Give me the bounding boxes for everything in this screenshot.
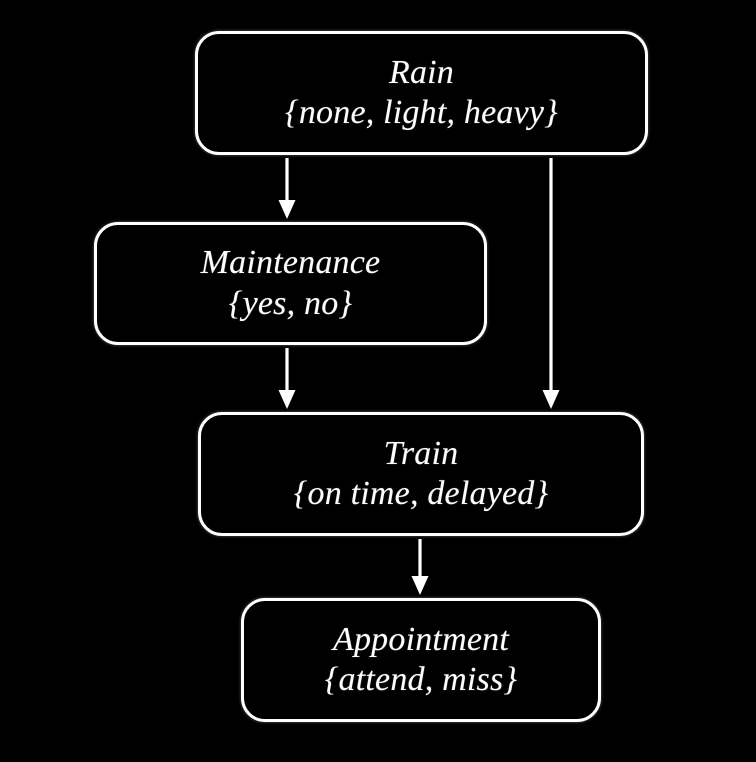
node-rain-name: Rain bbox=[388, 53, 454, 91]
node-appointment-values: {attend, miss} bbox=[324, 661, 518, 698]
edge-maintenance-to-train bbox=[278, 348, 296, 409]
node-train-name: Train bbox=[383, 434, 459, 472]
edge-train-to-appointment bbox=[411, 539, 429, 595]
node-maintenance-values: {yes, no} bbox=[228, 284, 353, 322]
node-rain-values: {none, light, heavy} bbox=[285, 94, 558, 131]
edge-rain-to-maintenance-arrowhead bbox=[278, 200, 296, 219]
edge-rain-to-train bbox=[542, 158, 560, 409]
node-train[interactable]: Train{on time, delayed} bbox=[198, 412, 644, 536]
node-rain[interactable]: Rain{none, light, heavy} bbox=[195, 31, 648, 155]
node-appointment-name: Appointment bbox=[333, 620, 509, 658]
node-maintenance[interactable]: Maintenance{yes, no} bbox=[94, 222, 487, 345]
node-appointment[interactable]: Appointment{attend, miss} bbox=[241, 598, 601, 722]
edge-rain-to-maintenance bbox=[278, 158, 296, 219]
node-train-values: {on time, delayed} bbox=[293, 475, 549, 512]
edge-maintenance-to-train-arrowhead bbox=[278, 390, 296, 409]
edge-rain-to-train-arrowhead bbox=[542, 390, 560, 409]
edge-train-to-appointment-arrowhead bbox=[411, 576, 429, 595]
node-maintenance-name: Maintenance bbox=[200, 244, 381, 282]
